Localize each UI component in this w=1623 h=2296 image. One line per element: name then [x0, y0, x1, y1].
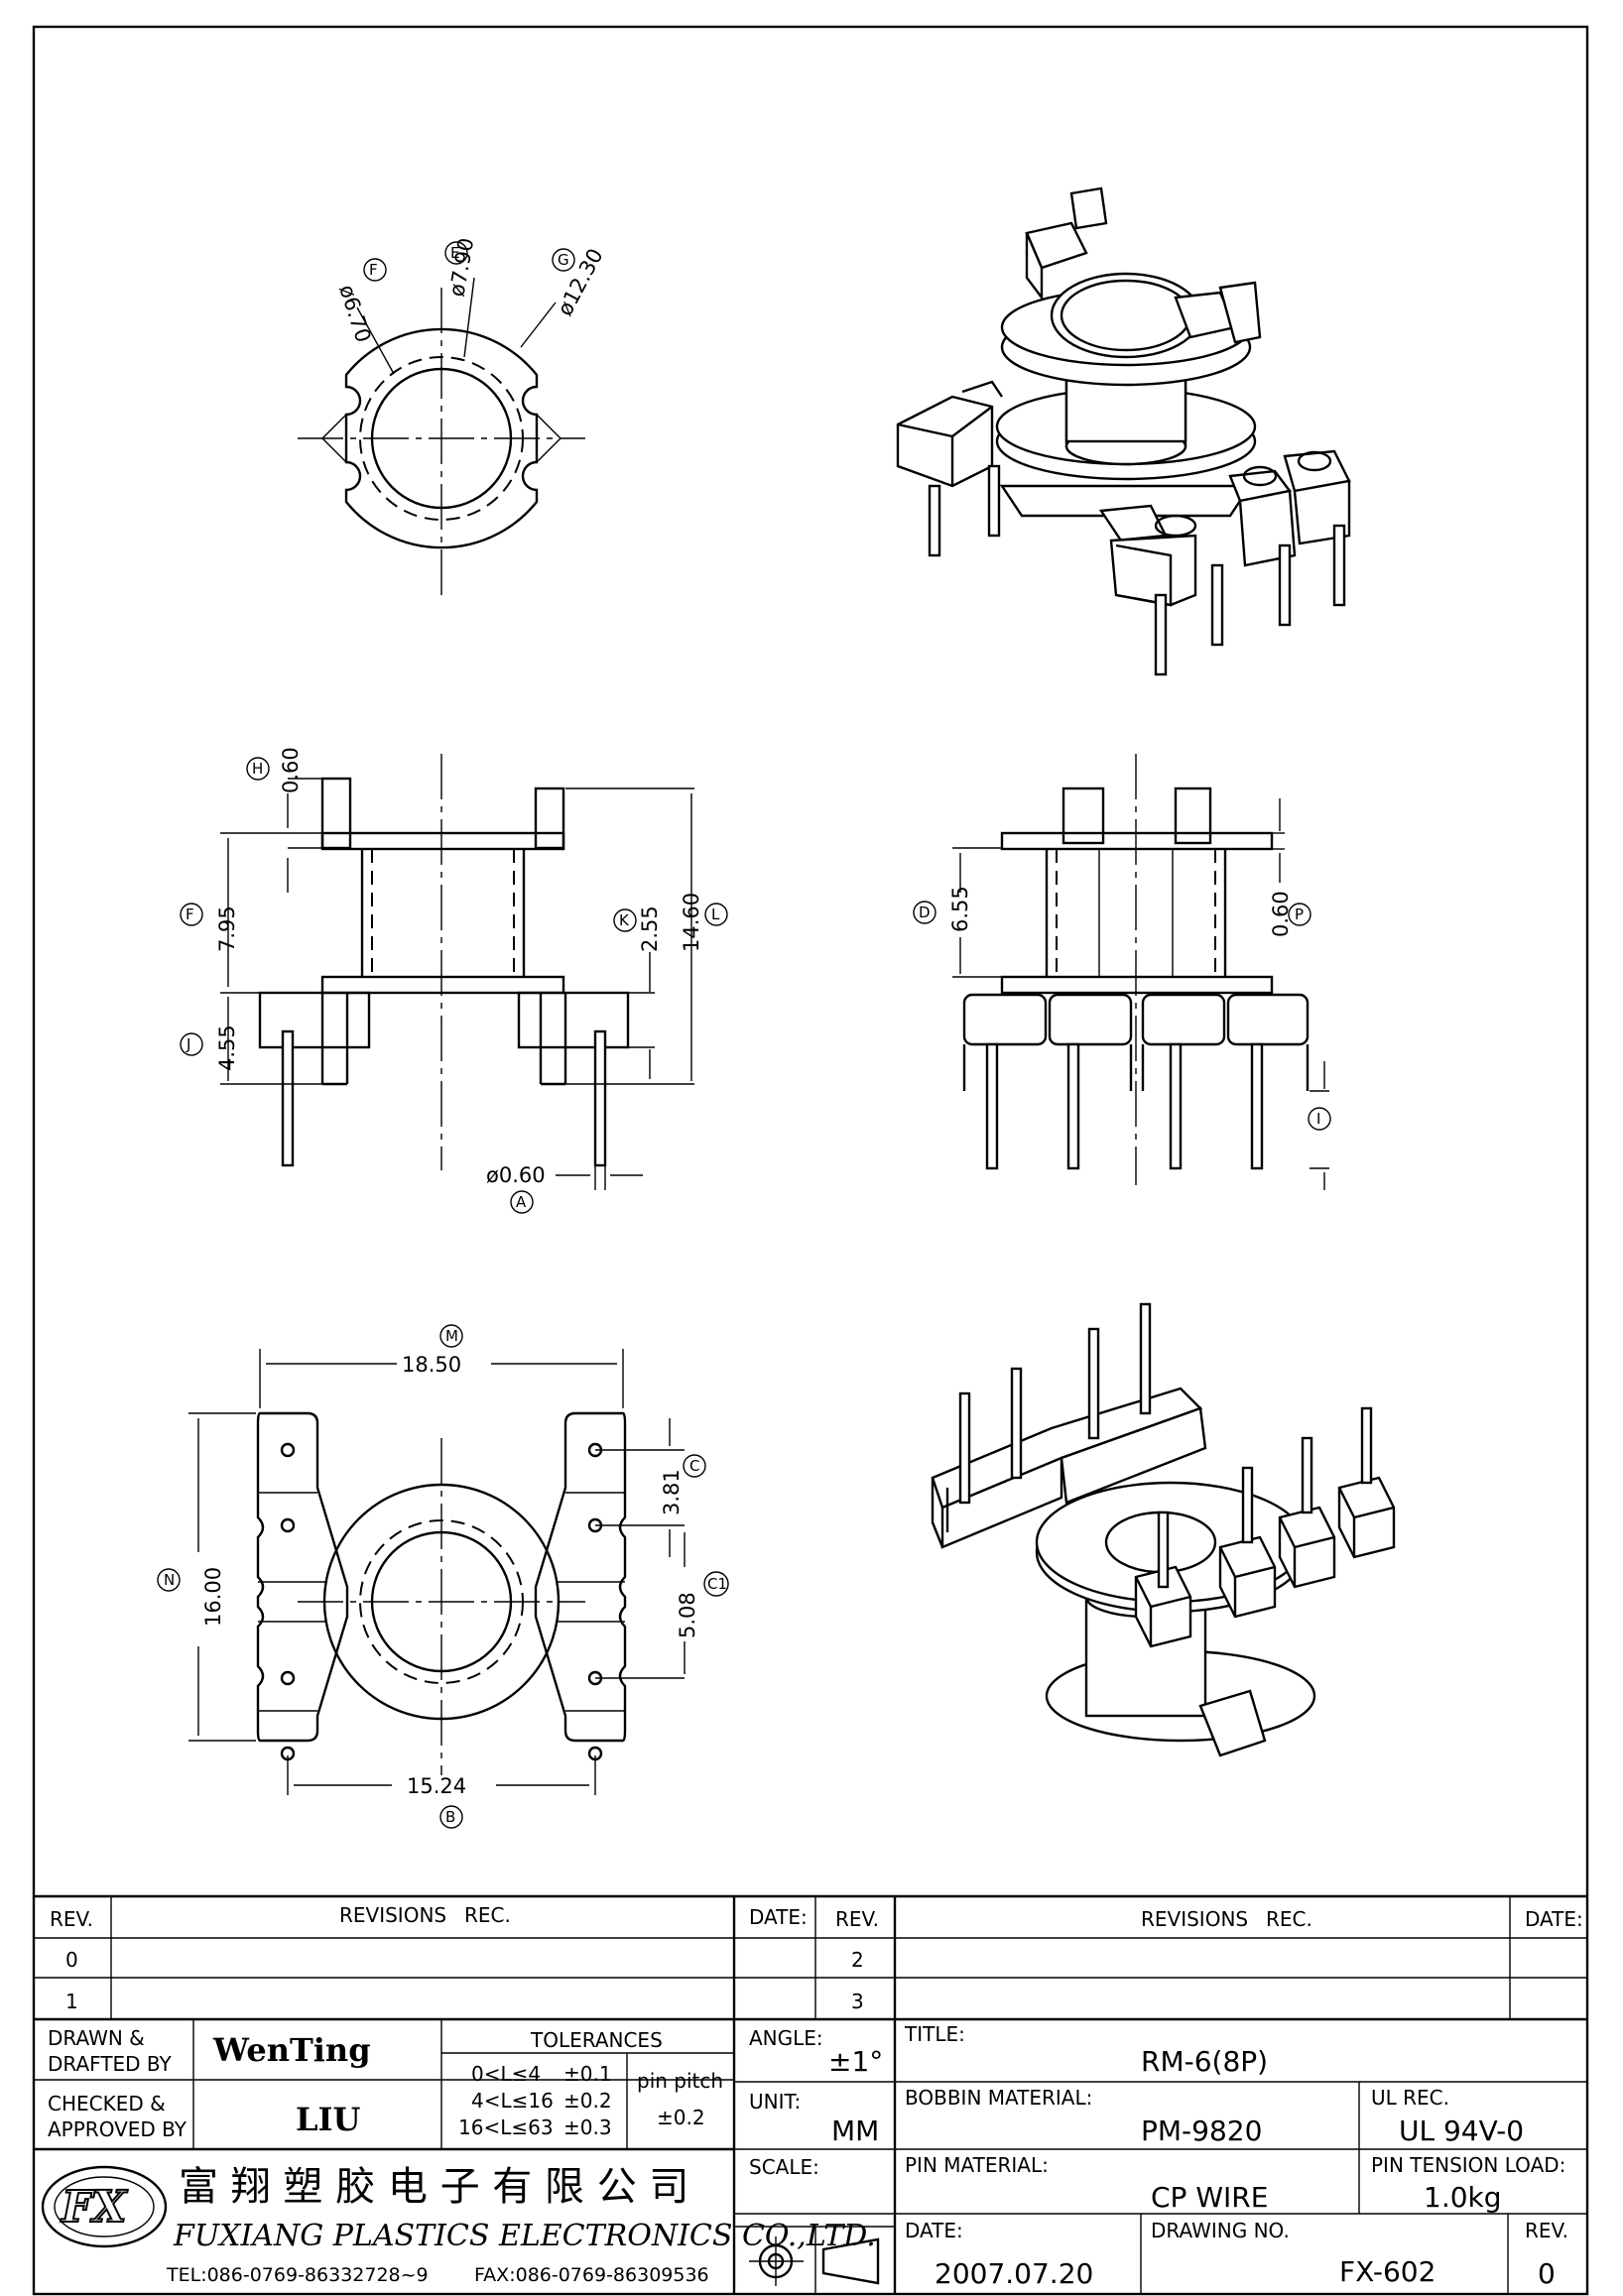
tb-drawn-label-2: DRAFTED BY — [48, 2052, 173, 2076]
dim-front-l1460: 14.60 — [680, 893, 703, 952]
label-c: C — [689, 1457, 699, 1475]
tb-ul-value: UL 94V-0 — [1399, 2115, 1524, 2147]
front-view: 0.60 7.95 4.55 2.55 14.60 ø0.60 H F J K … — [180, 747, 728, 1214]
tb-pin-material-label: PIN MATERIAL: — [905, 2153, 1049, 2177]
company-logo: FX — [41, 2165, 168, 2248]
company-fax: FAX:086-0769-86309536 — [474, 2264, 709, 2286]
label-i: I — [1316, 1110, 1320, 1128]
tb-checked-label-1: CHECKED & — [48, 2092, 166, 2115]
tb-rev-row-1: 1 — [65, 1990, 78, 2013]
title-block: REV. REVISIONS REC. DATE: REV. REVISIONS… — [34, 1894, 1587, 2294]
tb-drawing-no-value: FX-602 — [1339, 2255, 1436, 2288]
tb-date-hdr-right: DATE: — [1525, 1907, 1583, 1931]
dim-front-a060: ø0.60 — [486, 1163, 546, 1187]
label-j: J — [186, 1035, 190, 1053]
sheet-border — [32, 25, 1589, 2296]
label-l: L — [711, 906, 720, 923]
label-f-top: F — [369, 261, 378, 279]
label-b: B — [445, 1808, 455, 1826]
tb-checked-by: LIU — [296, 2101, 360, 2138]
tb-tol-value-2: ±0.3 — [563, 2115, 612, 2139]
label-k: K — [619, 911, 630, 929]
company-name-cn: 富 翔 塑 胶 电 子 有 限 公 司 — [179, 2164, 688, 2210]
bottom-view: 18.50 16.00 3.81 5.08 15.24 M N C C1 B — [157, 1324, 729, 1829]
tb-title-label: TITLE: — [904, 2022, 965, 2046]
dim-bottom-b1524: 15.24 — [407, 1774, 466, 1798]
tb-tol-value-0: ±0.1 — [563, 2062, 612, 2086]
tb-pin-pitch-label: pin pitch — [637, 2069, 723, 2093]
tb-pin-tension-label: PIN TENSION LOAD: — [1371, 2153, 1565, 2177]
side-view: 6.55 0.60 D P I — [913, 754, 1331, 1190]
tb-title-value: RM-6(8P) — [1141, 2045, 1268, 2078]
dim-front-h060: 0.60 — [279, 747, 303, 793]
company-tel: TEL:086-0769-86332728~9 — [166, 2264, 429, 2286]
tb-tol-range-0: 0<L≤4 — [471, 2062, 541, 2086]
label-a: A — [516, 1193, 527, 1211]
tb-scale-label: SCALE: — [749, 2155, 819, 2179]
logo-text: FX — [60, 2182, 128, 2233]
tb-checked-label-2: APPROVED BY — [48, 2117, 187, 2141]
dim-side-d655: 6.55 — [948, 886, 972, 932]
company-name-en: FUXIANG PLASTICS ELECTRONICS CO.,LTD. — [173, 2219, 876, 2253]
dim-top-d670: ø6.70 — [334, 282, 375, 345]
tb-rev-hdr-left: REV. — [50, 1907, 93, 1931]
tb-unit-value: MM — [831, 2115, 879, 2147]
tb-tol-value-1: ±0.2 — [563, 2089, 612, 2113]
tb-unit-label: UNIT: — [749, 2090, 801, 2114]
top-view: ø6.70 ø7.90 ø12.30 F E G — [298, 236, 608, 595]
iso-view-top — [896, 186, 1351, 676]
label-h: H — [252, 760, 263, 778]
tb-rev-row-0: 0 — [65, 1948, 78, 1972]
label-f-front: F — [186, 906, 194, 923]
dim-bottom-c508: 5.08 — [676, 1592, 699, 1638]
tb-tol-range-1: 4<L≤16 — [471, 2089, 554, 2113]
tb-drawing-no-label: DRAWING NO. — [1151, 2219, 1290, 2242]
tb-pin-tension-value: 1.0kg — [1424, 2181, 1502, 2214]
dim-bottom-n1600: 16.00 — [201, 1567, 225, 1627]
label-c1: C1 — [707, 1575, 727, 1593]
tb-rev-label: REV. — [1525, 2219, 1568, 2242]
tb-date-label: DATE: — [905, 2219, 963, 2242]
label-p: P — [1295, 906, 1304, 923]
tb-date-value: 2007.07.20 — [935, 2257, 1093, 2290]
tb-rev-row-2: 2 — [851, 1948, 864, 1972]
label-m: M — [445, 1327, 458, 1345]
tb-pin-material-value: CP WIRE — [1151, 2181, 1268, 2214]
tb-ul-label: UL REC. — [1371, 2086, 1449, 2110]
tb-rec-hdr-left: REC. — [464, 1903, 511, 1927]
dim-bottom-c381: 3.81 — [660, 1469, 684, 1515]
projection-symbol-icon — [749, 2236, 880, 2286]
label-g-top: G — [558, 251, 569, 269]
tb-angle-value: ±1° — [828, 2045, 883, 2078]
dim-bottom-m1850: 18.50 — [402, 1353, 461, 1377]
tb-drawn-label-1: DRAWN & — [48, 2026, 145, 2050]
label-e-top: E — [450, 244, 459, 262]
label-n: N — [164, 1571, 175, 1589]
tb-drawn-by: WenTing — [212, 2031, 371, 2069]
tb-rev-value: 0 — [1538, 2257, 1556, 2290]
tb-angle-label: ANGLE: — [749, 2026, 823, 2050]
dim-front-f795: 7.95 — [215, 906, 239, 952]
tb-rev-row-3: 3 — [851, 1990, 864, 2013]
dim-front-j455: 4.55 — [215, 1025, 239, 1071]
tb-revisions-hdr-left: REVISIONS — [339, 1903, 446, 1927]
tb-revisions-hdr-right: REVISIONS — [1141, 1907, 1248, 1931]
tb-date-hdr-left: DATE: — [749, 1905, 808, 1929]
label-d: D — [919, 904, 931, 921]
tb-rev-hdr-right: REV. — [835, 1907, 879, 1931]
tb-tol-range-2: 16<L≤63 — [458, 2115, 554, 2139]
dim-front-k255: 2.55 — [638, 906, 662, 952]
tb-rec-hdr-right: REC. — [1266, 1907, 1312, 1931]
tb-pin-pitch-value: ±0.2 — [657, 2106, 705, 2129]
iso-view-bottom — [931, 1302, 1396, 1757]
tb-bobbin-value: PM-9820 — [1141, 2115, 1262, 2147]
tb-bobbin-label: BOBBIN MATERIAL: — [905, 2086, 1092, 2110]
tb-tolerances-hdr: TOLERANCES — [530, 2028, 663, 2052]
